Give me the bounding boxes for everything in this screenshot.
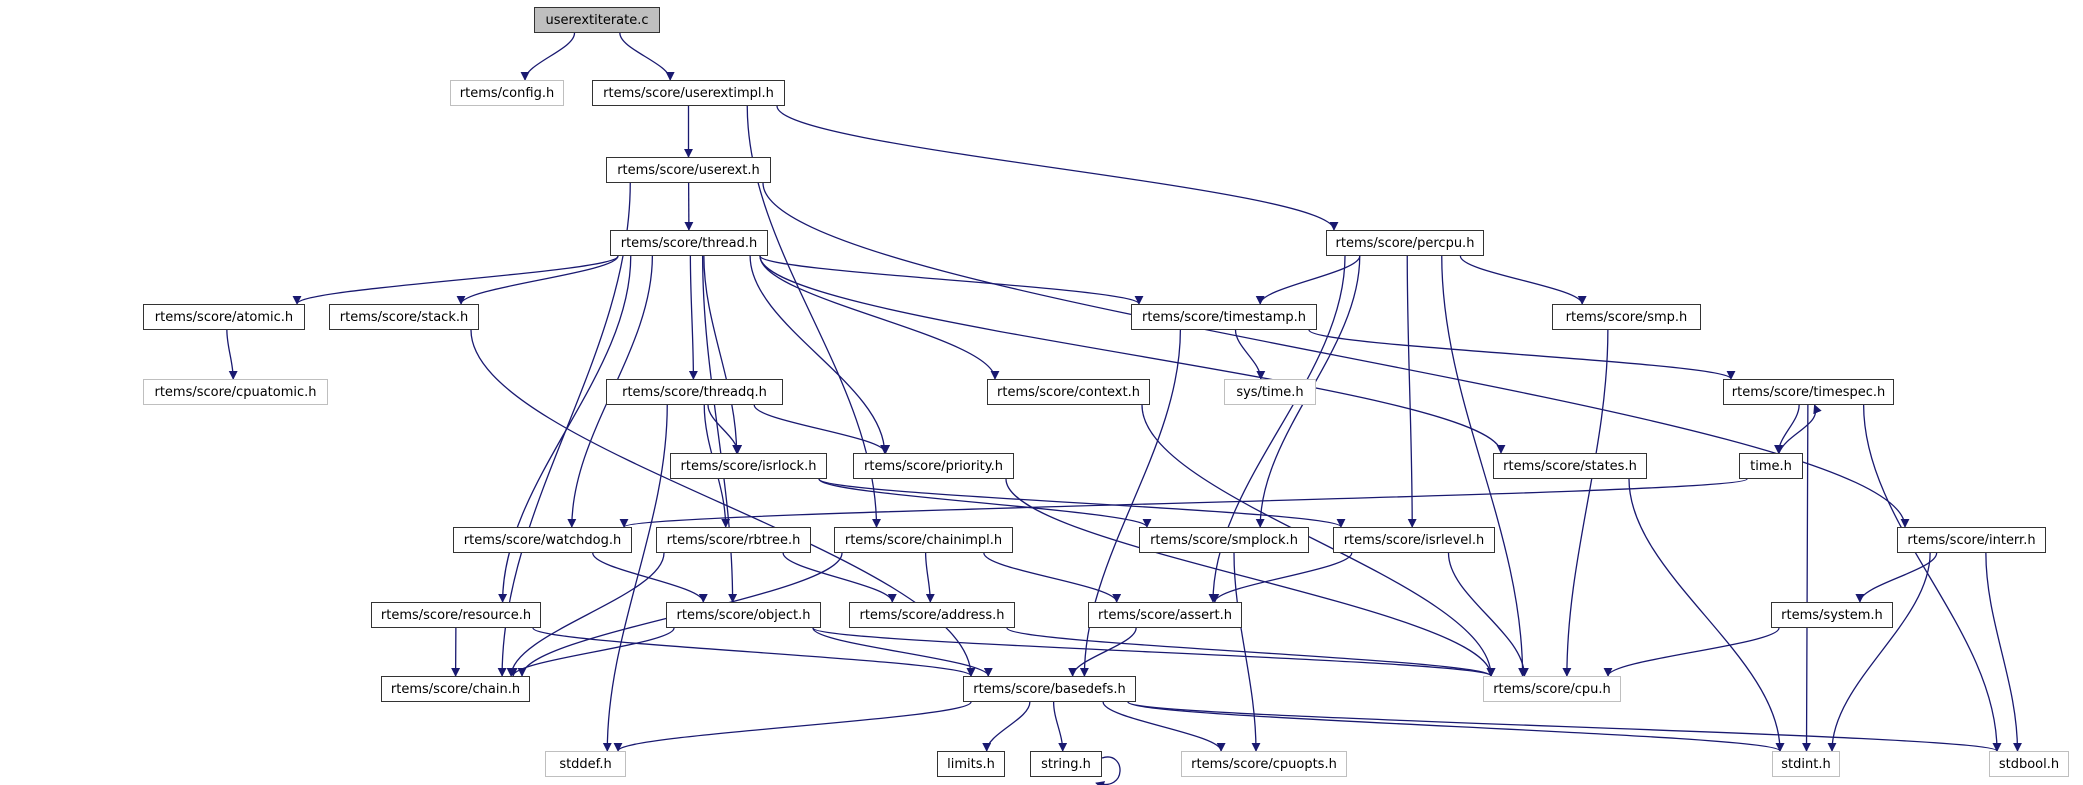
edge-thread-to-timestamp (759, 255, 1144, 305)
node-context-h[interactable]: rtems/score/context.h (987, 379, 1150, 405)
node-timestamp-h[interactable]: rtems/score/timestamp.h (1131, 304, 1317, 330)
node-sys-time-h[interactable]: sys/time.h (1224, 379, 1316, 405)
node-time-h[interactable]: time.h (1739, 453, 1803, 479)
edge-timestamp-to-systime (1234, 329, 1266, 380)
edge-threadq-to-stddef (602, 404, 668, 752)
edge-thread-to-states (759, 255, 1506, 454)
edge-timestamp-to-timespec (1308, 329, 1736, 380)
node-chainimpl-h[interactable]: rtems/score/chainimpl.h (834, 527, 1013, 553)
edge-isrlevel-to-assert (1210, 552, 1353, 603)
edge-timespec-to-time (1774, 404, 1800, 454)
edge-percpu-to-cpu (1441, 255, 1528, 677)
edge-threadq-to-priority (753, 404, 891, 454)
edge-string-to-string (1095, 756, 1121, 785)
node-assert-h[interactable]: rtems/score/assert.h (1088, 602, 1242, 628)
edge-isrlock-to-isrlevel (818, 478, 1346, 528)
node-priority-h[interactable]: rtems/score/priority.h (853, 453, 1014, 479)
edge-object-to-basedefs (812, 627, 993, 677)
edge-thread-to-priority (749, 255, 890, 454)
node-atomic-h[interactable]: rtems/score/atomic.h (143, 304, 305, 330)
edge-priority-to-cpu (1005, 478, 1496, 677)
edge-isrlock-to-smplock (818, 478, 1152, 528)
edge-assert-to-basedefs (1068, 627, 1137, 677)
node-userextiterate-c[interactable]: userextiterate.c (534, 7, 660, 33)
node-userext-h[interactable]: rtems/score/userext.h (606, 157, 771, 183)
node-resource-h[interactable]: rtems/score/resource.h (371, 602, 541, 628)
node-stddef-h[interactable]: stddef.h (545, 751, 626, 777)
edge-rbtree-to-address (782, 552, 897, 603)
node-threadq-h[interactable]: rtems/score/threadq.h (606, 379, 783, 405)
edge-interr-to-system (1855, 552, 1938, 603)
edge-percpu-to-timestamp (1255, 255, 1361, 305)
edge-basedefs-to-stdbool (1127, 701, 2002, 752)
edge-percpu-to-isrlevel (1406, 255, 1417, 528)
node-chain-h[interactable]: rtems/score/chain.h (381, 676, 530, 702)
edge-threadq-to-isrlock (707, 404, 743, 454)
node-timespec-h[interactable]: rtems/score/timespec.h (1723, 379, 1894, 405)
edge-time-to-watchdog (620, 478, 1748, 528)
edge-interr-to-stdint (1827, 552, 1931, 752)
edge-thread-to-object (701, 255, 738, 603)
edge-thread-to-context (759, 255, 1000, 380)
edge-basedefs-to-limits (982, 701, 1031, 752)
edge-thread-to-atomic (292, 255, 619, 305)
edge-states-to-stdint (1628, 478, 1785, 752)
node-isrlevel-h[interactable]: rtems/score/isrlevel.h (1333, 527, 1495, 553)
edge-rbtree-to-chain (506, 552, 665, 677)
node-userextimpl-h[interactable]: rtems/score/userextimpl.h (592, 80, 785, 106)
edge-address-to-cpu (1006, 627, 1496, 677)
edge-percpu-to-smp (1459, 255, 1587, 305)
edge-thread-to-stack (456, 255, 619, 305)
edge-time-to-timespec (1778, 404, 1822, 454)
node-limits-h[interactable]: limits.h (937, 751, 1005, 777)
node-stdint-h[interactable]: stdint.h (1772, 751, 1840, 777)
node-string-h[interactable]: string.h (1030, 751, 1102, 777)
node-watchdog-h[interactable]: rtems/score/watchdog.h (453, 527, 632, 553)
edge-basedefs-to-stddef (613, 701, 972, 752)
node-system-h[interactable]: rtems/system.h (1771, 602, 1893, 628)
node-states-h[interactable]: rtems/score/states.h (1493, 453, 1647, 479)
edge-object-to-cpu (812, 627, 1496, 677)
edge-atomic-to-cpuatomic (226, 329, 238, 380)
node-rtems-config-h[interactable]: rtems/config.h (450, 80, 564, 106)
edge-thread-to-threadq (688, 255, 698, 380)
edge-timespec-to-stdint (1802, 404, 1812, 752)
node-rbtree-h[interactable]: rtems/score/rbtree.h (656, 527, 811, 553)
node-basedefs-h[interactable]: rtems/score/basedefs.h (963, 676, 1136, 702)
node-isrlock-h[interactable]: rtems/score/isrlock.h (670, 453, 827, 479)
node-smp-h[interactable]: rtems/score/smp.h (1552, 304, 1701, 330)
edge-timespec-to-stdbool (1862, 404, 2002, 752)
edge-resource-to-basedefs (532, 627, 976, 677)
edge-userextiterate-to-config (520, 32, 576, 81)
node-address-h[interactable]: rtems/score/address.h (849, 602, 1015, 628)
edge-isrlevel-to-cpu (1447, 552, 1529, 677)
edge-basedefs-to-cpuopts (1102, 701, 1226, 752)
node-thread-h[interactable]: rtems/score/thread.h (610, 230, 768, 256)
edge-chainimpl-to-assert (983, 552, 1122, 603)
node-object-h[interactable]: rtems/score/object.h (666, 602, 821, 628)
edge-basedefs-to-string (1052, 701, 1068, 752)
edge-timestamp-to-basedefs (1079, 329, 1182, 677)
node-cpu-h[interactable]: rtems/score/cpu.h (1483, 676, 1621, 702)
edge-userext-to-interr (762, 182, 1910, 528)
node-stack-h[interactable]: rtems/score/stack.h (329, 304, 479, 330)
edge-smp-to-cpu (1562, 329, 1609, 677)
node-cpuatomic-h[interactable]: rtems/score/cpuatomic.h (143, 379, 328, 405)
edge-userextimpl-to-percpu (776, 105, 1339, 231)
edge-thread-to-isrlock (703, 255, 742, 454)
edge-percpu-to-assert (1208, 255, 1346, 603)
edge-userextiterate-to-userextimpl (619, 32, 675, 81)
edge-chainimpl-to-address (924, 552, 935, 603)
node-stdbool-h[interactable]: stdbool.h (1989, 751, 2069, 777)
node-smplock-h[interactable]: rtems/score/smplock.h (1139, 527, 1309, 553)
edge-system-to-cpu (1603, 627, 1780, 677)
edge-interr-to-stdbool (1985, 552, 2022, 752)
node-interr-h[interactable]: rtems/score/interr.h (1897, 527, 2046, 553)
node-percpu-h[interactable]: rtems/score/percpu.h (1326, 230, 1484, 256)
edge-basedefs-to-stdint (1127, 701, 1785, 752)
node-cpuopts-h[interactable]: rtems/score/cpuopts.h (1181, 751, 1347, 777)
edge-context-to-cpu (1141, 404, 1496, 677)
edge-object-to-chain (508, 627, 675, 677)
